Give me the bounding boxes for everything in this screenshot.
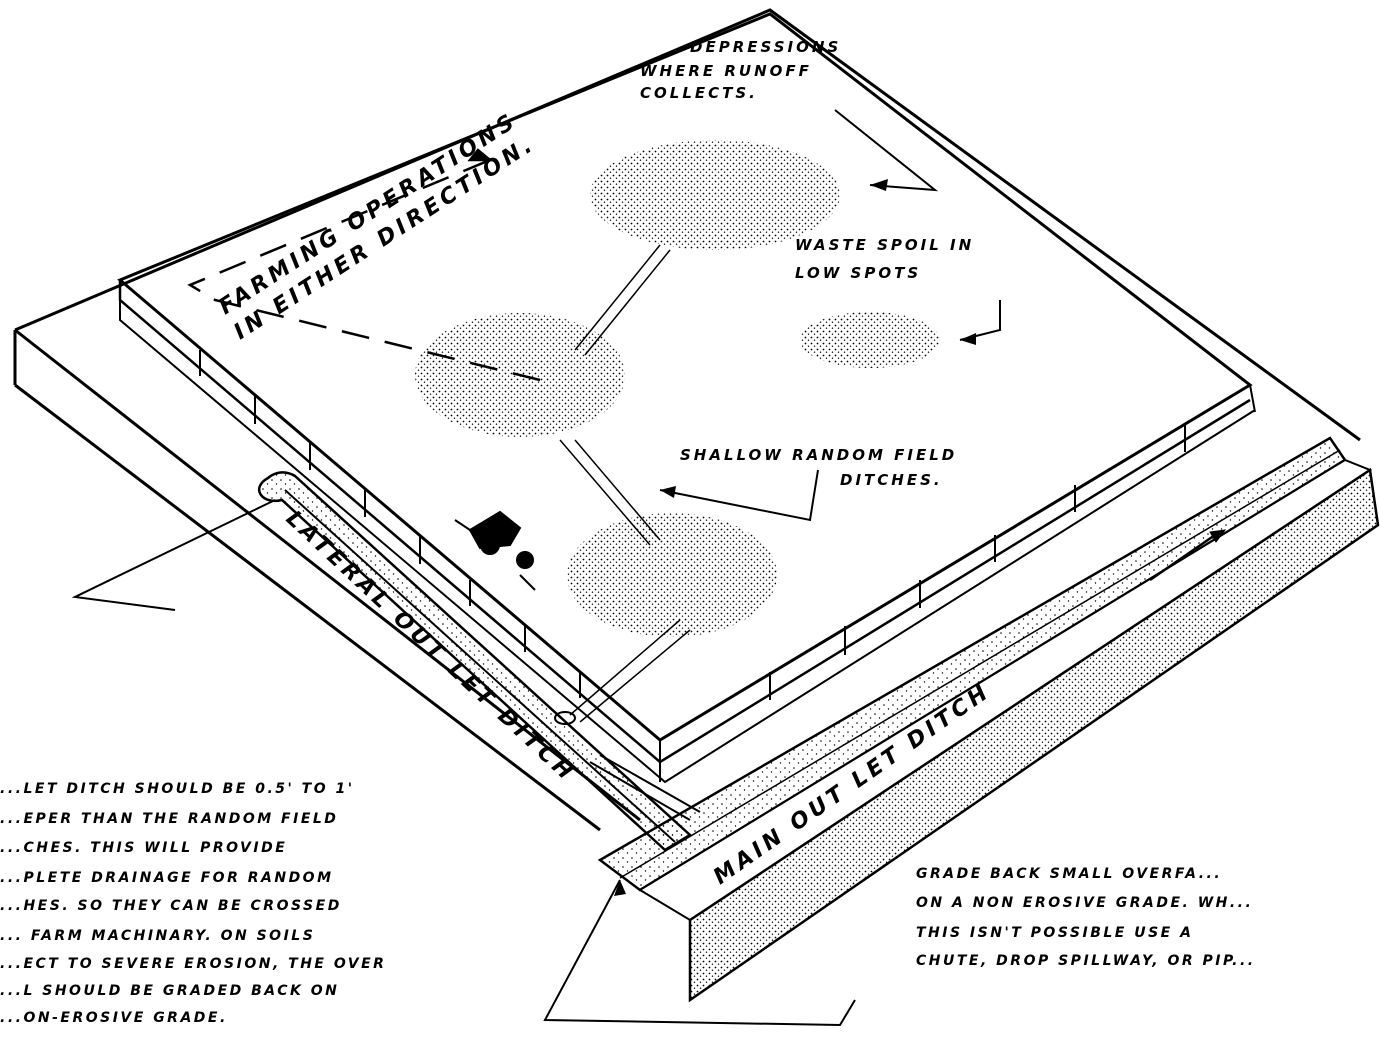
base-block: [15, 10, 1360, 830]
svg-text:IN EITHER DIRECTION.: IN EITHER DIRECTION.: [230, 131, 540, 345]
label-depressions-line3: COLLECTS.: [640, 84, 758, 102]
low-spot-right: [800, 312, 940, 368]
label-shallow-ditches-line1: SHALLOW RANDOM FIELD: [680, 446, 957, 464]
low-spot-middle: [415, 313, 625, 437]
svg-text:...ECT TO SEVERE EROSION, TH: ...ECT TO SEVERE EROSION, THE OVER: [0, 956, 386, 972]
note-left-line: ...ECT TO SEVERE EROSION, THE OVER: [0, 956, 386, 972]
svg-text:SHALLOW RANDOM FIELD: SHALLOW RANDOM FIELD: [680, 446, 957, 464]
note-right: GRADE BACK SMALL OVERFA... ON A NON EROS…: [916, 866, 1256, 969]
svg-text:DEPRESSIONS: DEPRESSIONS: [690, 38, 841, 56]
low-spot-top: [590, 140, 840, 250]
note-right-line: ON A NON EROSIVE GRADE. WH...: [916, 895, 1253, 911]
note-right-line: THIS ISN'T POSSIBLE USE A: [916, 925, 1193, 941]
note-left-line: ...CHES. THIS WILL PROVIDE: [0, 840, 287, 856]
svg-text:COLLECTS.: COLLECTS.: [640, 84, 758, 102]
label-depressions-line1: DEPRESSIONS: [690, 38, 841, 56]
low-spots: [415, 140, 940, 637]
label-farming-line2: IN EITHER DIRECTION.: [230, 131, 540, 345]
note-left-line: ...ON-EROSIVE GRADE.: [0, 1010, 228, 1026]
note-left-line: ...HES. SO THEY CAN BE CROSSED: [0, 898, 342, 914]
svg-text:LOW SPOTS: LOW SPOTS: [795, 264, 921, 282]
note-right-line: GRADE BACK SMALL OVERFA...: [916, 866, 1222, 882]
svg-text:GRADE BACK SMALL OVERFA...: GRADE BACK SMALL OVERFA...: [916, 866, 1222, 882]
svg-text:...EPER THAN THE RANDOM FIELD: ...EPER THAN THE RANDOM FIELD: [0, 811, 338, 827]
label-depressions-line2: WHERE RUNOFF: [640, 62, 812, 80]
note-left-line: ...EPER THAN THE RANDOM FIELD: [0, 811, 338, 827]
svg-text:...CHES. THIS WILL PROVIDE: ...CHES. THIS WILL PROVIDE: [0, 840, 287, 856]
low-spot-bottom: [567, 513, 777, 637]
note-left-line: ...L SHOULD BE GRADED BACK ON: [0, 983, 339, 999]
tractor-sketch: [455, 512, 535, 590]
svg-text:DITCHES.: DITCHES.: [840, 471, 943, 489]
svg-text:ON A NON EROSIVE GRADE. WH...: ON A NON EROSIVE GRADE. WH...: [916, 895, 1253, 911]
note-left: ...LET DITCH SHOULD BE 0.5' TO 1' ...EPE…: [0, 781, 386, 1026]
label-waste-spoil-line2: LOW SPOTS: [795, 264, 921, 282]
svg-text:...LET DITCH SHOULD BE 0.5' TO: ...LET DITCH SHOULD BE 0.5' TO 1': [0, 781, 355, 797]
svg-text:...ON-EROSIVE GRADE.: ...ON-EROSIVE GRADE.: [0, 1010, 228, 1026]
note-left-line: ...LET DITCH SHOULD BE 0.5' TO 1': [0, 781, 355, 797]
svg-text:FARMING OPERATIONS: FARMING OPERATIONS: [215, 108, 522, 320]
label-shallow-ditches-line2: DITCHES.: [840, 471, 943, 489]
note-left-line: ... FARM MACHINARY. ON SOILS: [0, 928, 315, 944]
svg-text:... FARM MACHINARY. ON SOILS: ... FARM MACHINARY. ON SOILS: [0, 928, 315, 944]
label-farming-line1: FARMING OPERATIONS: [215, 108, 522, 320]
label-lateral-outlet-ditch: LATERAL OUT LET DITCH: [281, 506, 580, 787]
svg-text:LATERAL OUT LET DITCH: LATERAL OUT LET DITCH: [281, 506, 580, 787]
svg-text:WASTE SPOIL IN: WASTE SPOIL IN: [795, 236, 974, 254]
note-right-line: CHUTE, DROP SPILLWAY, OR PIP...: [916, 953, 1256, 969]
label-waste-spoil-line1: WASTE SPOIL IN: [795, 236, 974, 254]
svg-text:CHUTE, DROP SPILLWAY, OR PIP..: CHUTE, DROP SPILLWAY, OR PIP...: [916, 953, 1256, 969]
svg-text:...PLETE DRAINAGE FOR RANDOM: ...PLETE DRAINAGE FOR RANDOM: [0, 870, 334, 886]
random-field-ditches: [555, 245, 690, 724]
svg-text:...HES. SO THEY CAN BE CROSSED: ...HES. SO THEY CAN BE CROSSED: [0, 898, 342, 914]
note-left-line: ...PLETE DRAINAGE FOR RANDOM: [0, 870, 334, 886]
svg-text:WHERE RUNOFF: WHERE RUNOFF: [640, 62, 812, 80]
svg-text:...L SHOULD BE GRADED BACK ON: ...L SHOULD BE GRADED BACK ON: [0, 983, 339, 999]
svg-text:THIS ISN'T POSSIBLE USE A: THIS ISN'T POSSIBLE USE A: [916, 925, 1193, 941]
